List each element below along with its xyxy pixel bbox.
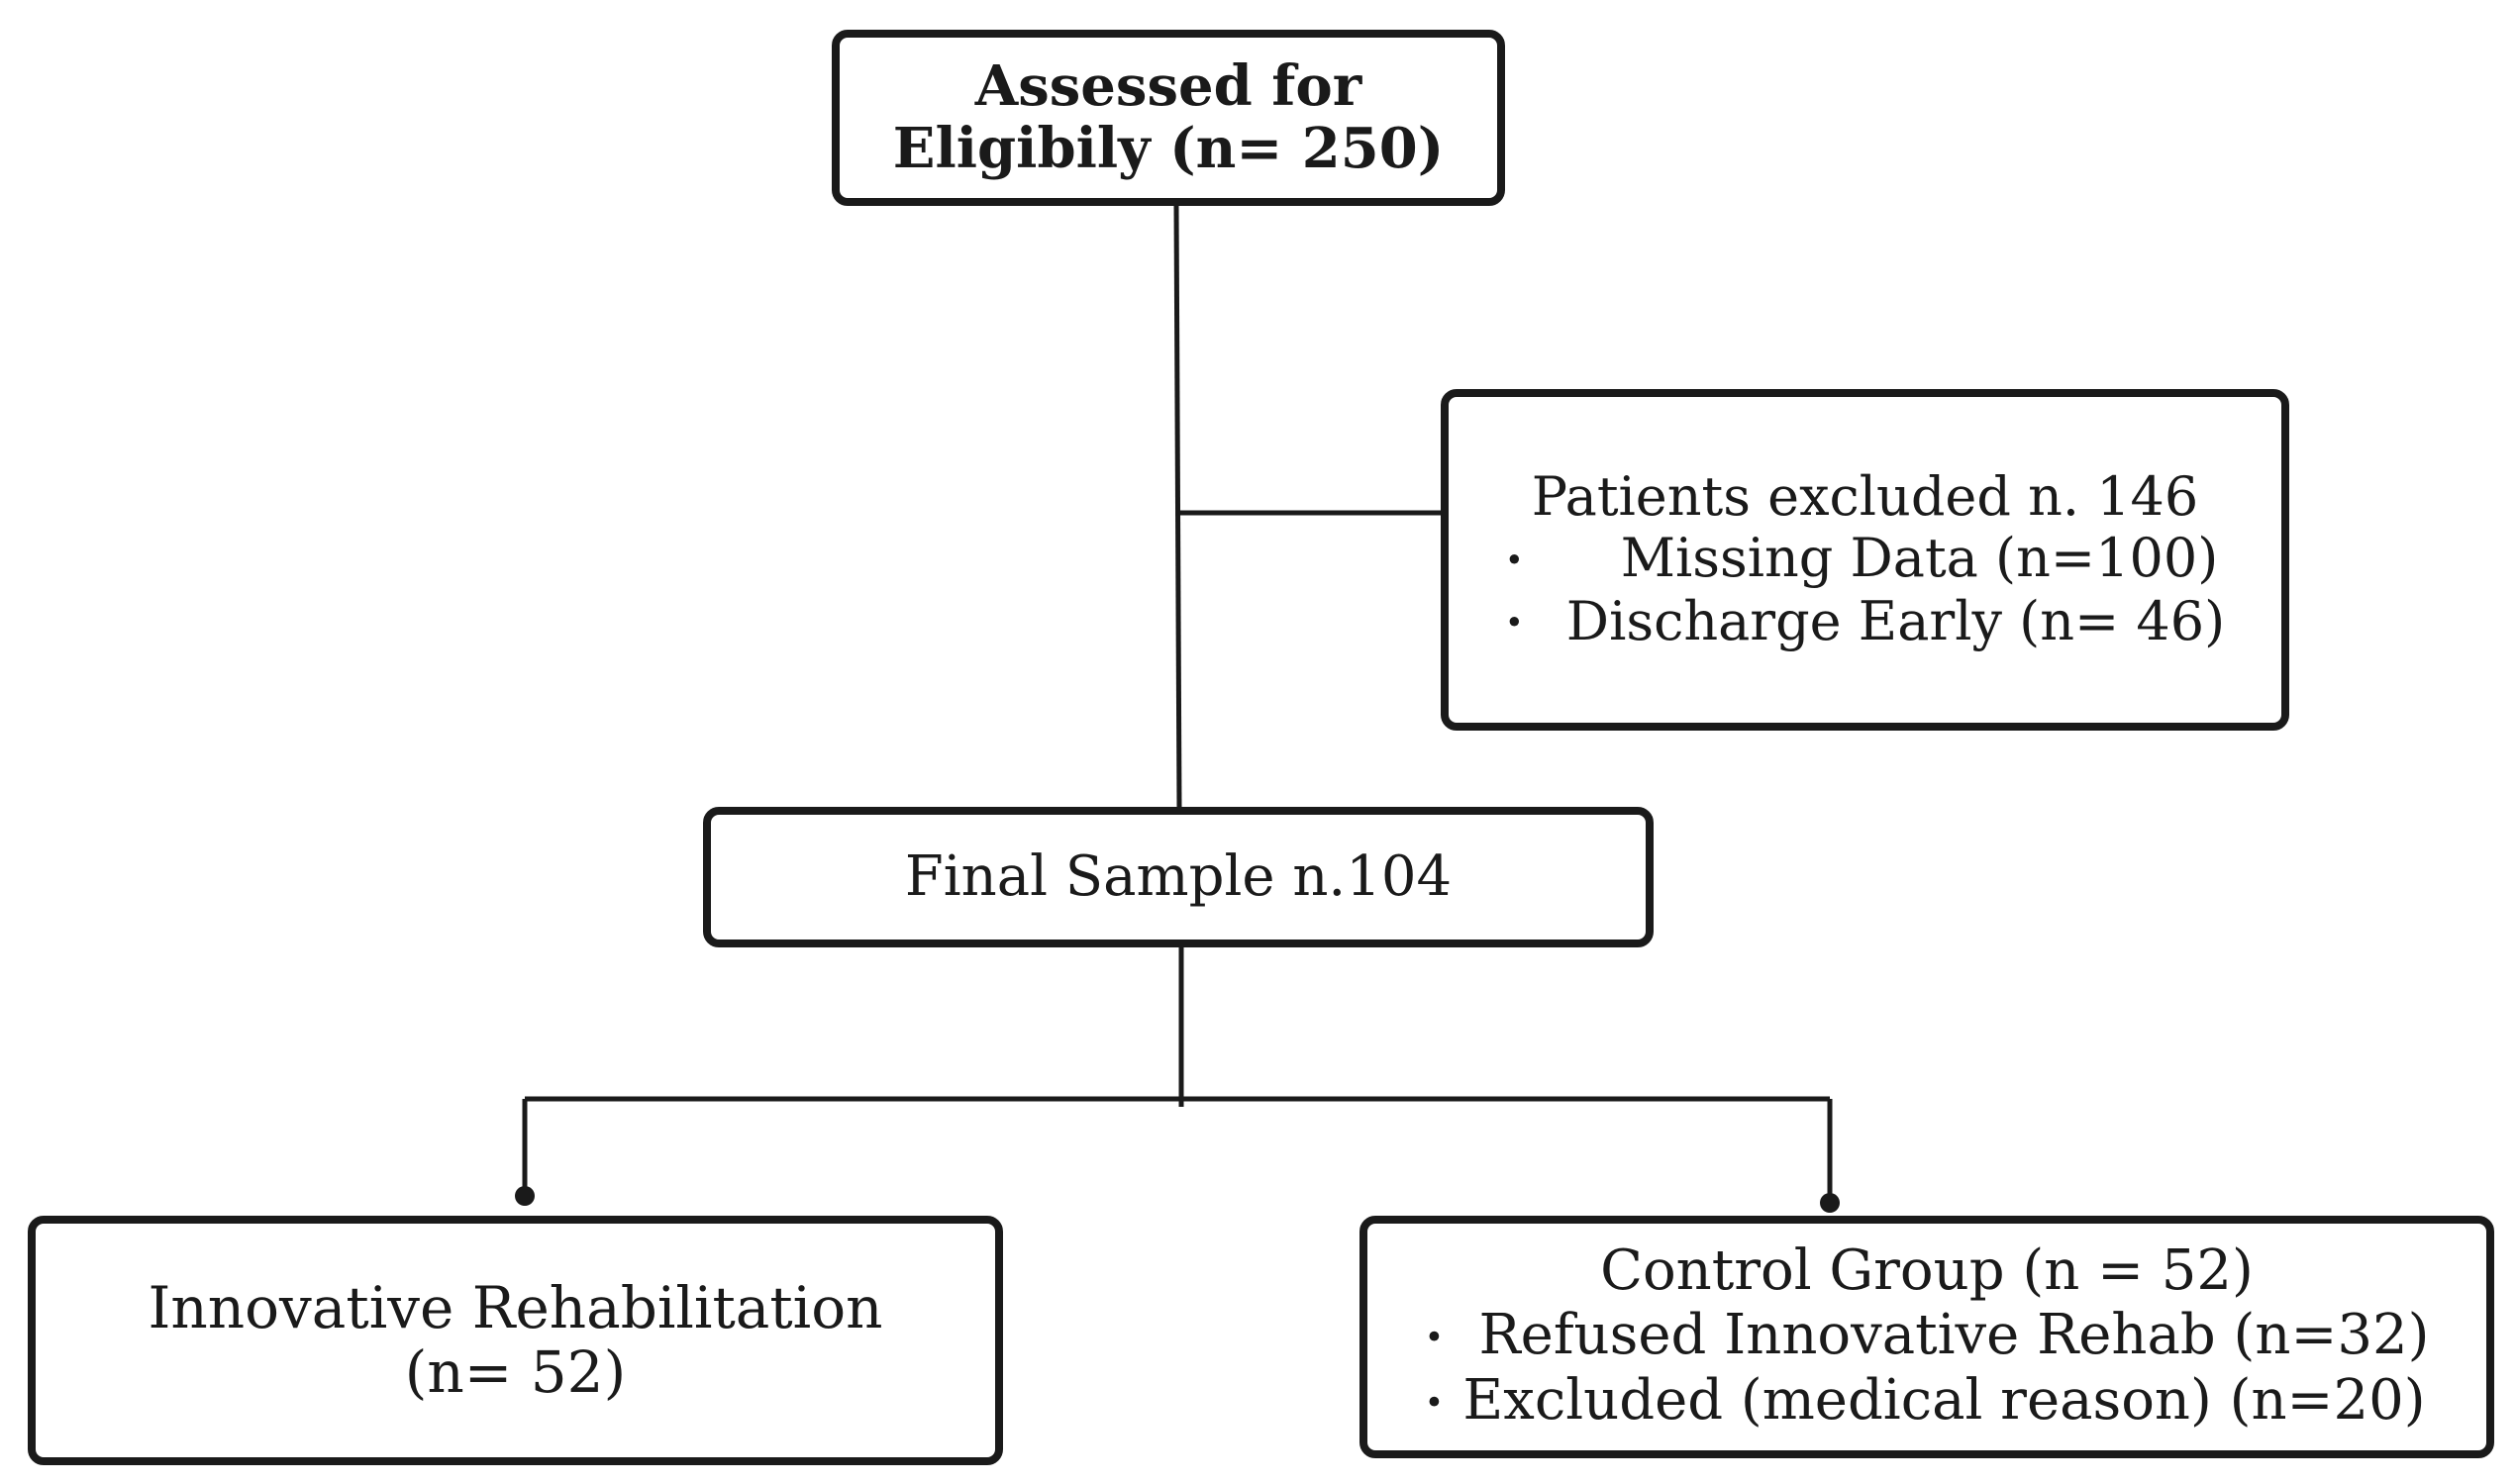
excluded-reason-item: Discharge Early (n= 46) xyxy=(1505,590,2225,653)
excluded-title: Patients excluded n. 146 xyxy=(1531,464,2199,528)
patients-excluded-box: Patients excluded n. 146 Missing Data (n… xyxy=(1441,389,2289,731)
control-group-item: Refused Innovative Rehab (n=32) xyxy=(1425,1303,2430,1368)
connector-left-dot xyxy=(515,1186,535,1206)
control-group-title: Control Group (n = 52) xyxy=(1600,1238,2254,1304)
assessed-line-2: Eligibily (n= 250) xyxy=(892,116,1445,181)
assessed-line-1: Assessed for xyxy=(974,53,1362,120)
innovative-line-2: (n= 52) xyxy=(404,1338,627,1406)
final-sample-box: Final Sample n.104 xyxy=(703,807,1654,947)
control-group-item: Excluded (medical reason) (n=20) xyxy=(1425,1368,2430,1434)
connector-main-vertical xyxy=(1173,205,1182,808)
innovative-rehabilitation-box: Innovative Rehabilitation (n= 52) xyxy=(28,1216,1003,1465)
connector-right-dot xyxy=(1820,1193,1840,1213)
excluded-reason-item: Missing Data (n=100) xyxy=(1505,527,2225,590)
final-sample-label: Final Sample n.104 xyxy=(904,843,1453,909)
control-group-box: Control Group (n = 52) Refused Innovativ… xyxy=(1359,1216,2494,1458)
assessed-eligibility-box: Assessed for Eligibily (n= 250) xyxy=(832,30,1505,206)
excluded-reasons-list: Missing Data (n=100) Discharge Early (n=… xyxy=(1505,527,2225,652)
control-group-list: Refused Innovative Rehab (n=32) Excluded… xyxy=(1425,1303,2430,1434)
innovative-line-1: Innovative Rehabilitation xyxy=(148,1274,883,1342)
